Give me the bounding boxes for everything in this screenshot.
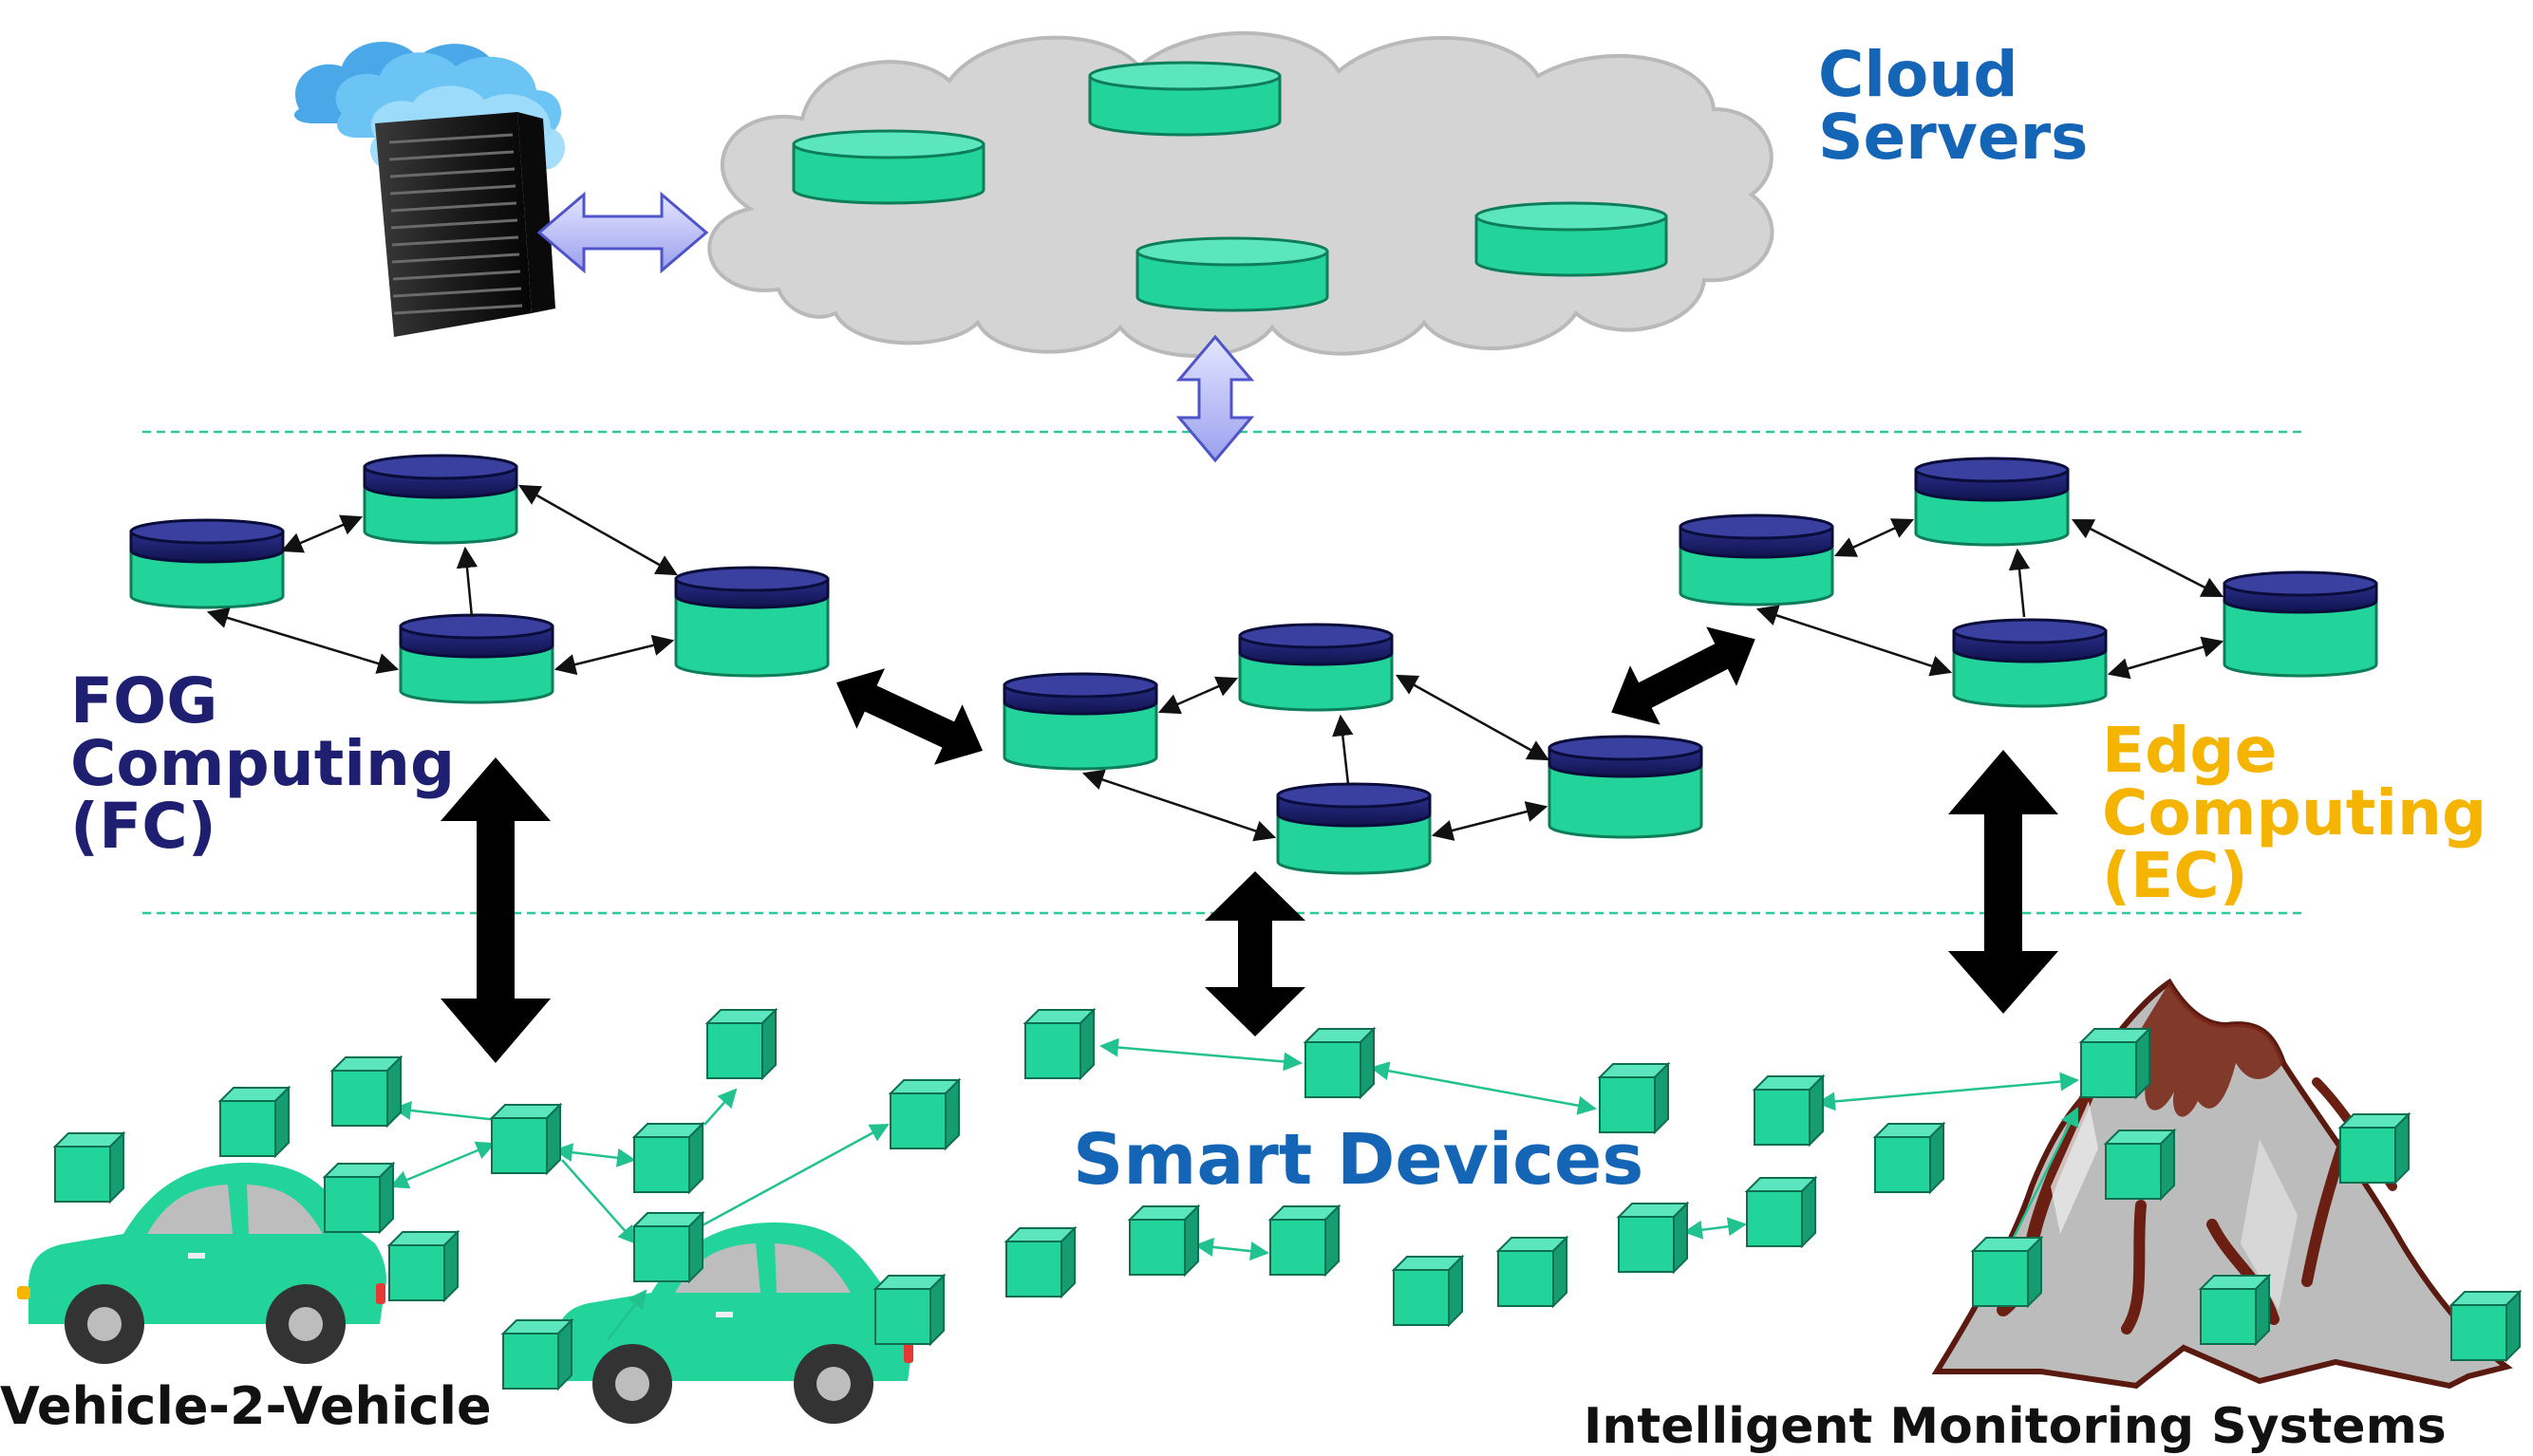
sensor-cube-icon (1872, 1121, 1946, 1195)
sensor-cube-icon (872, 1273, 947, 1347)
edge-label-line-3: (EC) (2102, 839, 2248, 912)
sensor-cube-icon (1495, 1235, 1569, 1309)
cloud-label-line-1: Cloud (1818, 38, 2018, 111)
database-node-icon (1952, 618, 2108, 708)
sensor-cube-icon (2337, 1111, 2411, 1185)
cloud-icon (707, 30, 1774, 358)
sensor-cube-icon (1970, 1235, 2044, 1309)
sensor-cube-icon (1023, 1007, 1097, 1081)
middle-computing-cluster (1003, 623, 1703, 875)
sensor-cube-icon (888, 1077, 962, 1151)
cloud-disk (1474, 201, 1668, 277)
sensor-cube-icon (386, 1229, 460, 1303)
edge-label-line-2: Computing (2102, 776, 2487, 849)
database-node-icon (399, 613, 554, 704)
cloud-servers-label: Cloud Servers (1818, 44, 2088, 169)
cloud-disk (792, 129, 985, 205)
database-node-icon (2223, 570, 2378, 678)
smart-device-cubes (52, 1007, 2523, 1391)
fog-middle-link-arrow (835, 668, 984, 765)
sensor-cube-icon (2103, 1128, 2177, 1202)
sensor-cube-icon (631, 1121, 705, 1195)
sensor-cube-icon (1127, 1204, 1201, 1278)
sensor-cube-icon (1004, 1225, 1078, 1299)
car-icon (555, 1223, 914, 1424)
database-node-icon (1548, 735, 1703, 839)
device-links (389, 1037, 2079, 1341)
vehicle-to-vehicle-label: Vehicle-2-Vehicle (0, 1376, 492, 1436)
sensor-cube-icon (1597, 1061, 1671, 1135)
middle-devices-arrow (1205, 871, 1305, 1036)
sensor-cube-icon (1303, 1026, 1377, 1100)
sensor-cube-icon (2198, 1273, 2272, 1347)
database-node-icon (674, 566, 830, 678)
fog-label-line-3: (FC) (70, 790, 216, 863)
cloud-servers (792, 61, 1668, 312)
database-node-icon (129, 518, 285, 609)
database-node-icon (1003, 672, 1158, 771)
database-node-icon (1238, 623, 1394, 712)
edge-devices-arrow (1948, 750, 2058, 1014)
car-icon (17, 1163, 386, 1364)
sensor-cube-icon (2078, 1026, 2152, 1100)
smart-devices-label: Smart Devices (1073, 1119, 1644, 1201)
rack-cloud-arrow (536, 191, 709, 274)
sensor-cube-icon (217, 1085, 291, 1159)
edge-computing-cluster (1679, 457, 2378, 708)
sensor-cube-icon (52, 1130, 126, 1204)
database-node-icon (1914, 457, 2070, 547)
sensor-cube-icon (631, 1210, 705, 1284)
cloud-disk (1088, 61, 1282, 137)
fog-label-line-1: FOG (70, 664, 218, 737)
sensor-cube-icon (1391, 1254, 1465, 1328)
fog-label-line-2: Computing (70, 727, 456, 800)
database-node-icon (363, 454, 518, 545)
sensor-cube-icon (489, 1102, 563, 1176)
sensor-cube-icon (1752, 1073, 1826, 1148)
cloud-network-arrow (1175, 334, 1255, 463)
database-node-icon (1679, 513, 1834, 607)
database-node-icon (1276, 782, 1432, 875)
sensor-cube-icon (322, 1161, 396, 1235)
middle-edge-link-arrow (1611, 626, 1755, 725)
fog-devices-arrow (441, 757, 551, 1063)
sensor-cube-icon (1744, 1175, 1818, 1249)
fog-computing-label: FOG Computing (FC) (70, 670, 455, 858)
sensor-cube-icon (1267, 1204, 1342, 1278)
fog-computing-cluster (129, 454, 830, 704)
sensor-cube-icon (704, 1007, 779, 1081)
cloud-disk (1135, 236, 1329, 312)
intelligent-monitoring-label: Intelligent Monitoring Systems (1584, 1398, 2447, 1455)
edge-label-line-1: Edge (2102, 714, 2278, 787)
sensor-cube-icon (329, 1055, 403, 1129)
edge-computing-label: Edge Computing (EC) (2102, 719, 2486, 907)
sensor-cube-icon (500, 1317, 574, 1391)
server-rack-icon (294, 41, 565, 337)
cloud-label-line-2: Servers (1818, 101, 2089, 174)
sensor-cube-icon (2449, 1289, 2523, 1363)
sensor-cube-icon (1616, 1201, 1690, 1275)
